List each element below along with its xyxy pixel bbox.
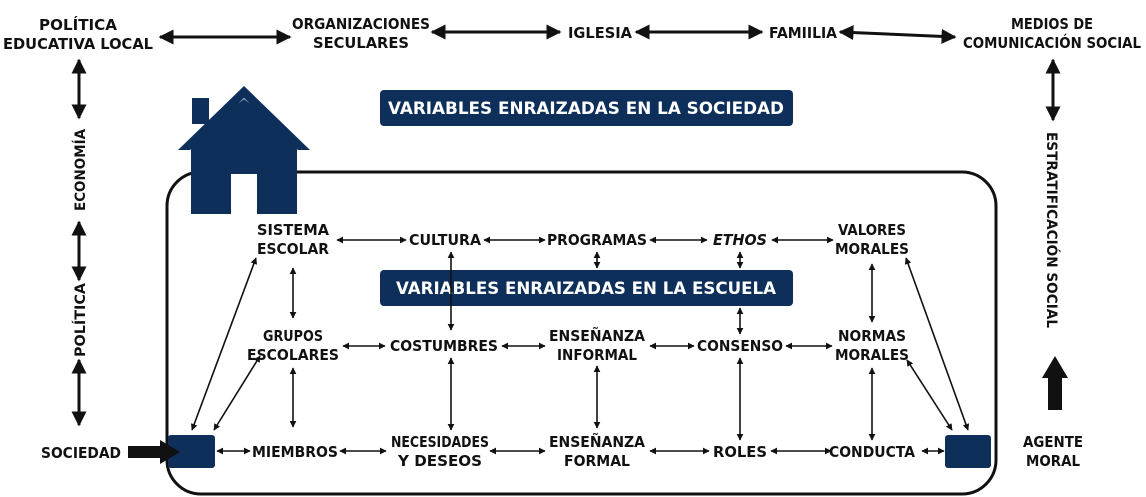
- ens-formal-line2: FORMAL: [564, 452, 630, 470]
- society-entry-arrow: [128, 440, 180, 464]
- node-sistema-escolar: SISTEMA ESCOLAR: [257, 221, 329, 258]
- society-banner: [380, 90, 793, 126]
- house-icon: [178, 86, 310, 214]
- grupos-line2: ESCOLARES: [247, 346, 339, 364]
- node-estratificacion-social: ESTRATIFICACIÓN SOCIAL: [1043, 132, 1061, 328]
- node-agente-moral: AGENTE MORAL: [1023, 433, 1083, 470]
- society-arrows: [71, 24, 1061, 427]
- society-input-box: [168, 435, 215, 468]
- valores-line1: VALORES: [838, 221, 906, 239]
- sistema-line1: SISTEMA: [257, 221, 329, 239]
- node-roles: ROLES: [713, 443, 767, 461]
- node-organizaciones-seculares: ORGANIZACIONES SECULARES: [292, 15, 430, 52]
- agent-up-arrow: [1042, 356, 1068, 410]
- node-ensenanza-informal: ENSEÑANZA INFORMAL: [549, 326, 645, 364]
- node-sociedad: SOCIEDAD: [41, 444, 121, 462]
- school-container: [165, 170, 998, 496]
- ens-formal-line1: ENSEÑANZA: [549, 432, 645, 451]
- school-arrows: [190, 236, 970, 455]
- necesidades-line1: NECESIDADES: [391, 433, 489, 451]
- ens-informal-line2: INFORMAL: [557, 346, 637, 364]
- node-cultura: CULTURA: [409, 231, 481, 249]
- necesidades-line2: Y DESEOS: [397, 452, 482, 470]
- node-consenso: CONSENSO: [697, 337, 783, 355]
- agente-line1: AGENTE: [1023, 433, 1083, 451]
- organizaciones-line1: ORGANIZACIONES: [292, 15, 430, 33]
- node-conducta: CONDUCTA: [829, 443, 915, 461]
- node-familia: FAMIILIA: [769, 24, 837, 42]
- node-ethos: ETHOS: [713, 231, 767, 249]
- valores-line2: MORALES: [835, 240, 909, 258]
- medios-line2: COMUNICACIÓN SOCIAL: [963, 33, 1141, 52]
- agente-line2: MORAL: [1026, 452, 1080, 470]
- school-banner: [380, 270, 793, 306]
- normas-line1: NORMAS: [838, 327, 906, 345]
- node-ensenanza-formal: ENSEÑANZA FORMAL: [549, 432, 645, 470]
- ens-informal-line1: ENSEÑANZA: [549, 326, 645, 345]
- society-banner-text: VARIABLES ENRAIZADAS EN LA SOCIEDAD: [388, 99, 784, 119]
- node-economia: ECONOMÍA: [72, 129, 89, 211]
- node-grupos-escolares: GRUPOS ESCOLARES: [247, 327, 339, 364]
- organizaciones-line2: SECULARES: [313, 34, 409, 52]
- politica-educativa-line1: POLÍTICA: [39, 15, 117, 34]
- node-medios-comunicacion-social: MEDIOS DE COMUNICACIÓN SOCIAL: [963, 15, 1141, 52]
- agent-output-box: [945, 435, 991, 468]
- node-iglesia: IGLESIA: [568, 24, 632, 42]
- node-costumbres: COSTUMBRES: [390, 337, 498, 355]
- politica-educativa-line2: EDUCATIVA LOCAL: [3, 35, 153, 53]
- normas-line2: MORALES: [835, 346, 909, 364]
- grupos-line1: GRUPOS: [263, 327, 323, 345]
- sistema-line2: ESCOLAR: [257, 240, 329, 258]
- node-normas-morales: NORMAS MORALES: [835, 327, 909, 364]
- node-politica-educativa-local: POLÍTICA EDUCATIVA LOCAL: [3, 15, 153, 53]
- node-necesidades-deseos: NECESIDADES Y DESEOS: [391, 433, 489, 470]
- school-banner-text: VARIABLES ENRAIZADAS EN LA ESCUELA: [396, 279, 777, 299]
- node-miembros: MIEMBROS: [252, 443, 338, 461]
- node-programas: PROGRAMAS: [547, 231, 647, 249]
- node-valores-morales: VALORES MORALES: [835, 221, 909, 258]
- node-politica: POLÍTICA: [72, 283, 89, 357]
- medios-line1: MEDIOS DE: [1011, 15, 1093, 33]
